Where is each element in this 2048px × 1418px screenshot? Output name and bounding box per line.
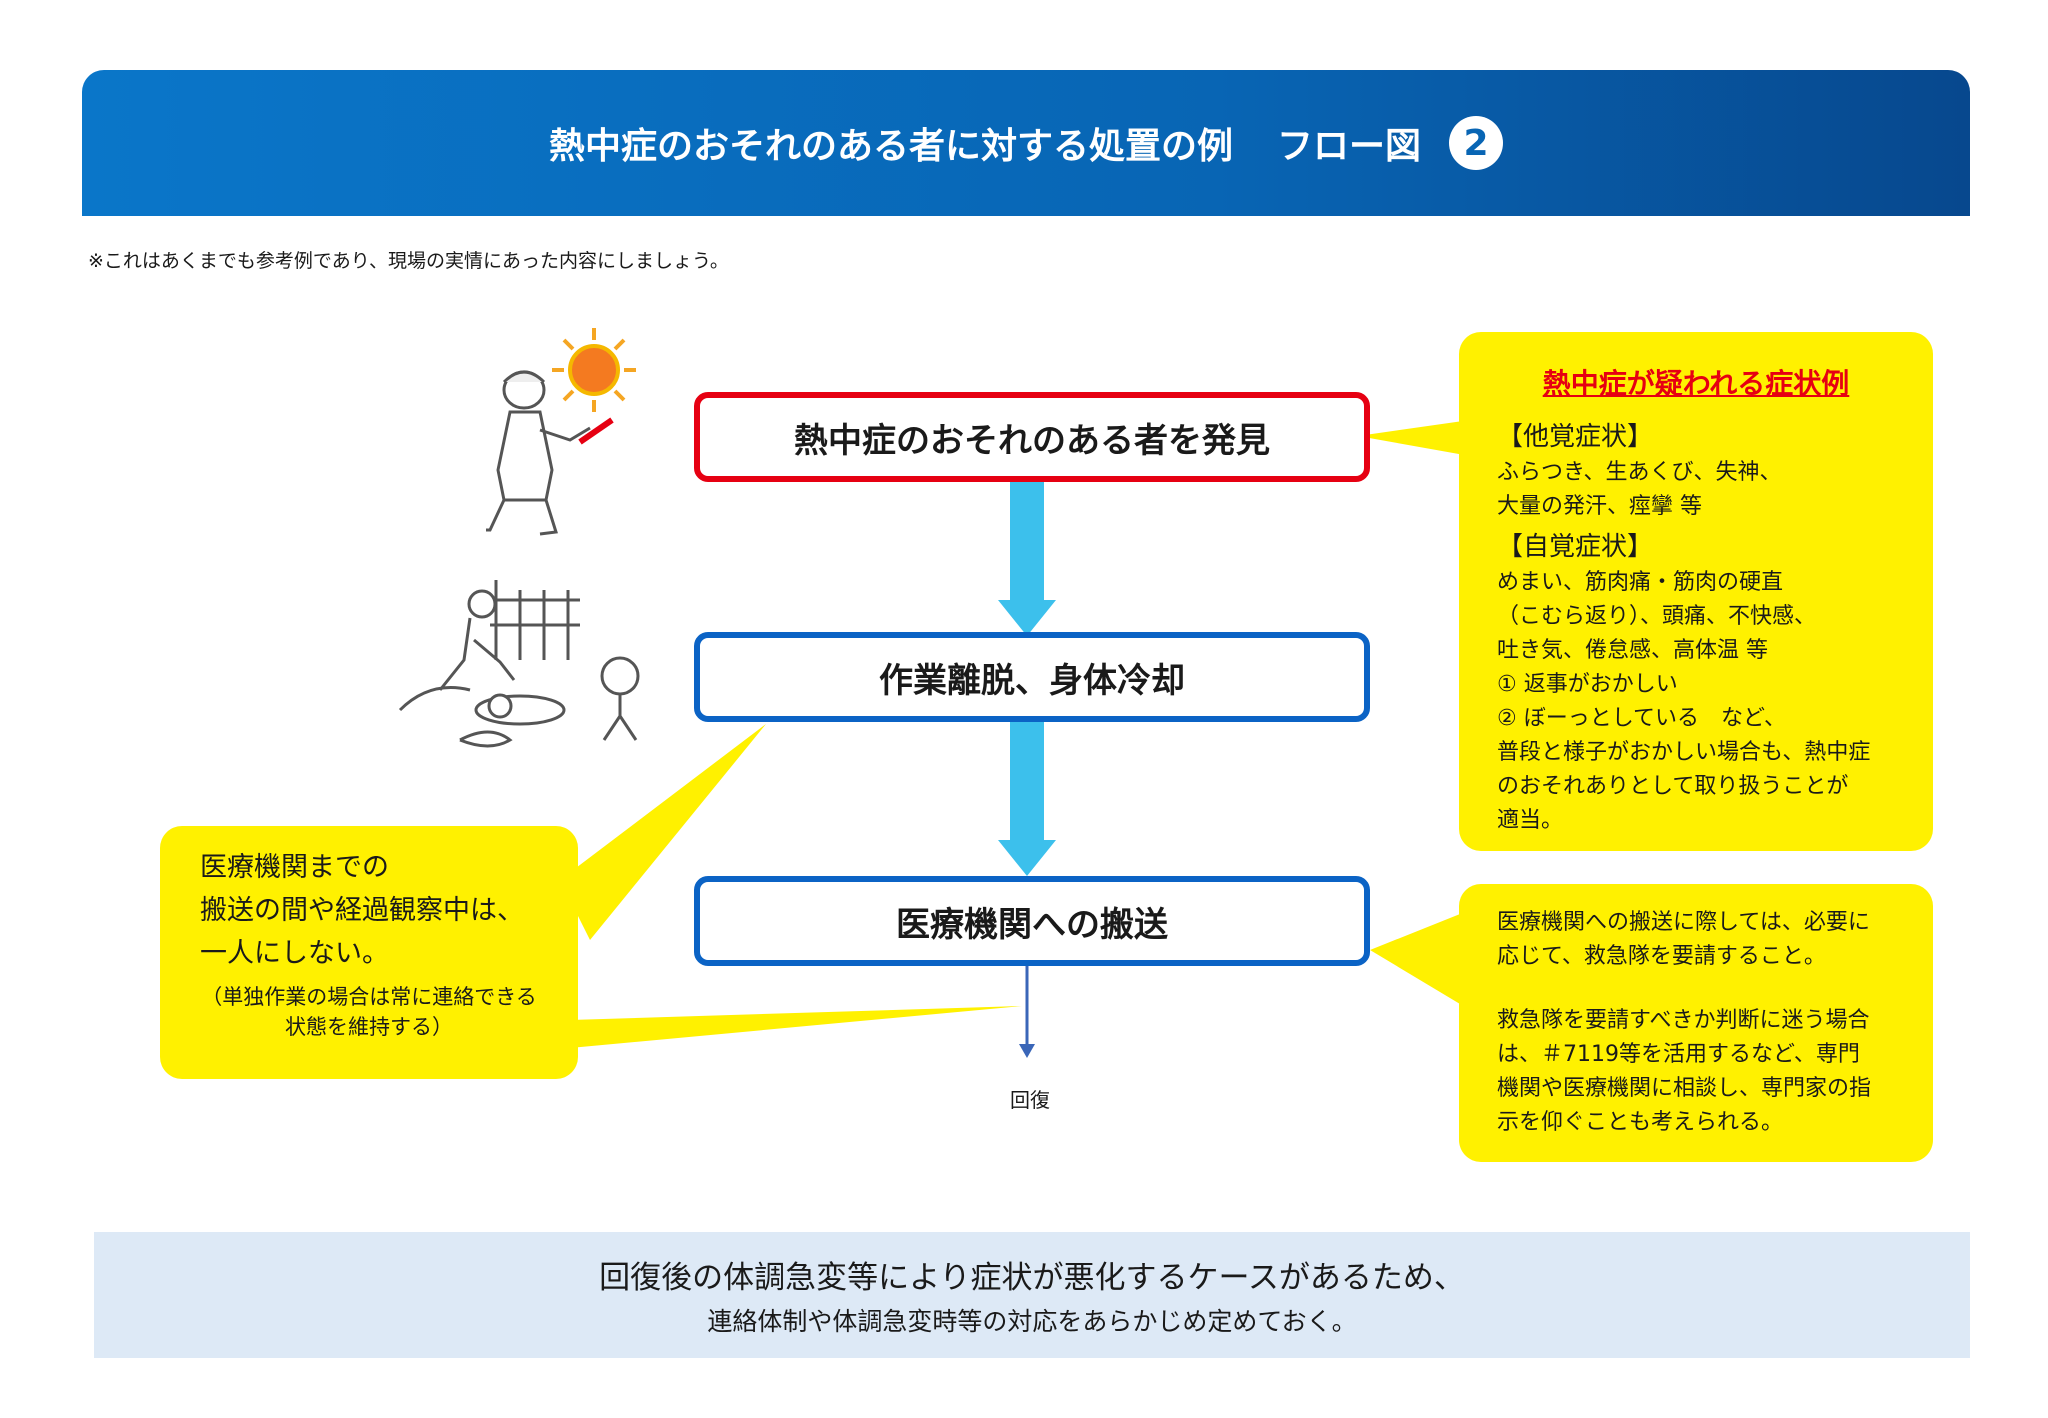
self-symptoms-list: めまい、筋肉痛・筋肉の硬直 （こむら返り）、頭痛、不快感、 吐き気、倦怠感、高体… [1497, 566, 1927, 838]
transport-paragraph-2: 救急隊を要請すべきか判断に迷う場合 は、＃7119等を活用するなど、専門 機関や… [1497, 1004, 1922, 1140]
recovery-arrow [1019, 960, 1035, 1058]
list-item: ふらつき、生あくび、失神、 [1497, 460, 1782, 485]
recovery-label: 回復 [1010, 1088, 1050, 1112]
text-line: （単独作業の場合は常に連絡できる [201, 985, 537, 1009]
flow-arrow-2 [998, 720, 1056, 876]
page-title: 熱中症のおそれのある者に対する処置の例 [548, 126, 1233, 167]
list-item: （こむら返り）、頭痛、不快感、 [1497, 604, 1817, 629]
figure-number-badge: 2 [1449, 116, 1504, 170]
list-item: のおそれありとして取り扱うことが [1497, 774, 1849, 799]
watch-callout: 医療機関までの 搬送の間や経過観察中は、 一人にしない。 （単独作業の場合は常に… [160, 826, 578, 1079]
list-item: 普段と様子がおかしい場合も、熱中症 [1497, 740, 1871, 765]
text-line: 状態を維持する） [285, 1015, 453, 1039]
flow-step-transport: 医療機関への搬送 [694, 876, 1370, 966]
watch-main-text: 医療機関までの 搬送の間や経過観察中は、 一人にしない。 [200, 846, 524, 975]
flow-step-cooling: 作業離脱、身体冷却 [694, 632, 1370, 722]
bottom-line-2: 連絡体制や体調急変時等の対応をあらかじめ定めておく。 [707, 1307, 1357, 1336]
text-line: は、＃7119等を活用するなど、専門 [1497, 1042, 1860, 1067]
header-banner: 熱中症のおそれのある者に対する処置の例 フロー図 2 [82, 70, 1970, 216]
watch-callout-tail-lower [570, 1006, 1022, 1048]
other-symptoms-heading: 【他覚症状】 [1497, 422, 1654, 452]
other-symptoms-list: ふらつき、生あくび、失神、 大量の発汗、痙攣 等 [1497, 456, 1927, 524]
transport-callout: 医療機関への搬送に際しては、必要に 応じて、救急隊を要請すること。 救急隊を要請… [1459, 884, 1933, 1162]
text-line: 医療機関までの [200, 852, 389, 883]
list-item: 適当。 [1497, 808, 1564, 833]
cooling-scene-illustration [398, 580, 640, 748]
symptoms-callout: 熱中症が疑われる症状例 【他覚症状】 ふらつき、生あくび、失神、 大量の発汗、痙… [1459, 332, 1933, 851]
text-line: 搬送の間や経過観察中は、 [200, 895, 524, 926]
bottom-line-1: 回復後の体調急変等により症状が悪化するケースがあるため、 [599, 1260, 1465, 1296]
text-line: 応じて、救急隊を要請すること。 [1497, 944, 1826, 969]
transport-paragraph-1: 医療機関への搬送に際しては、必要に 応じて、救急隊を要請すること。 [1497, 906, 1922, 974]
symptoms-title: 熱中症が疑われる症状例 [1542, 367, 1850, 400]
list-item: 大量の発汗、痙攣 等 [1497, 494, 1702, 519]
list-item: ② ぼーっとしている など、 [1497, 706, 1786, 731]
reference-note: ※これはあくまでも参考例であり、現場の実情にあった内容にしましょう。 [88, 250, 729, 272]
list-item: めまい、筋肉痛・筋肉の硬直 [1497, 570, 1784, 595]
flow-arrow-1 [998, 480, 1056, 636]
bottom-advice-band: 回復後の体調急変等により症状が悪化するケースがあるため、 連絡体制や体調急変時等… [94, 1232, 1970, 1358]
watch-sub-text: （単独作業の場合は常に連絡できる 状態を維持する） [160, 982, 578, 1042]
text-line: 示を仰ぐことも考えられる。 [1497, 1110, 1784, 1135]
text-line: 一人にしない。 [200, 938, 389, 969]
text-line: 救急隊を要請すべきか判断に迷う場合 [1497, 1008, 1870, 1033]
watch-callout-tail-upper [560, 724, 766, 940]
list-item: ① 返事がおかしい [1497, 672, 1678, 697]
page-subtitle: フロー図 [1277, 126, 1422, 167]
flow-step-discover: 熱中症のおそれのある者を発見 [694, 392, 1370, 482]
text-line: 医療機関への搬送に際しては、必要に [1497, 910, 1870, 935]
symptoms-callout-tail [1358, 420, 1470, 456]
sun-icon [552, 328, 636, 412]
dizzy-worker-illustration [486, 370, 614, 536]
text-line: 機関や医療機関に相談し、専門家の指 [1497, 1076, 1872, 1101]
list-item: 吐き気、倦怠感、高体温 等 [1497, 638, 1768, 663]
transport-callout-tail [1370, 910, 1470, 1010]
self-symptoms-heading: 【自覚症状】 [1497, 532, 1654, 562]
